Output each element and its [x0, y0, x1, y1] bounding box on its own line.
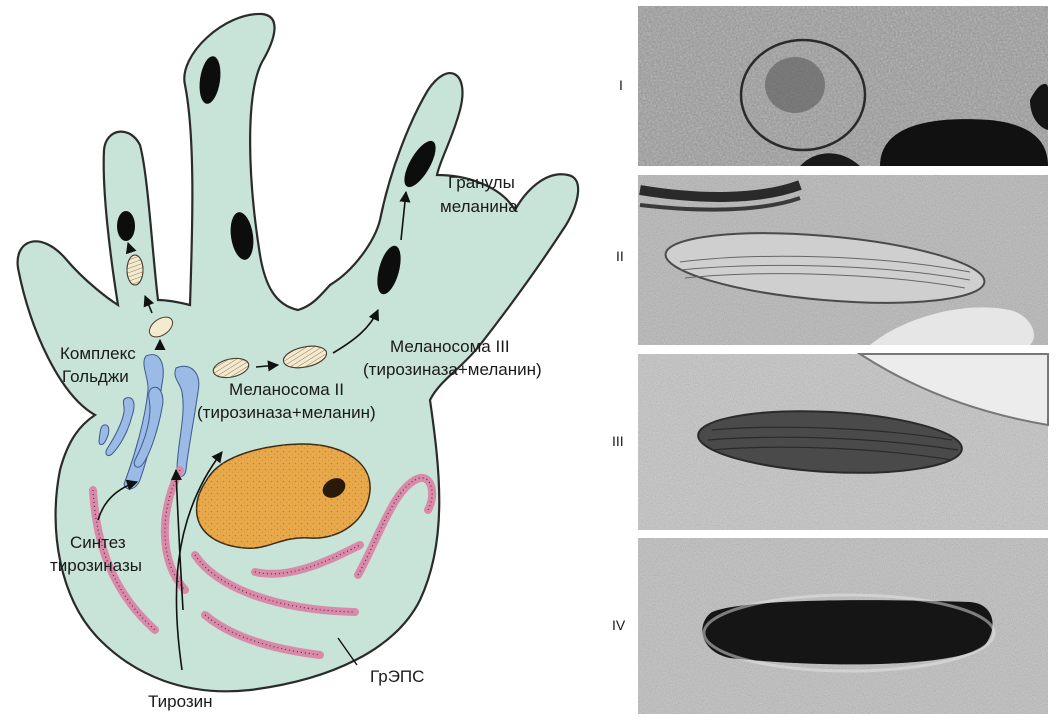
micrograph-panels [638, 6, 1049, 714]
melanin-granule [404, 140, 436, 188]
melanosome-II-stripes [212, 357, 250, 379]
label-melanosome-II: (тирозиназа+меланин) [197, 403, 376, 422]
synthesis-arrow [97, 479, 139, 521]
label-golgi: Гольджи [62, 367, 129, 386]
label-tyrosinase-synthesis: тирозиназы [50, 556, 142, 575]
panel-label: I [619, 77, 623, 93]
arrow [332, 308, 380, 354]
melanosomes [126, 254, 328, 379]
melanin-granule [117, 211, 135, 241]
micrograph-panel-II [638, 175, 1048, 345]
micrograph-panel-III [638, 353, 1049, 530]
rough-er-ribosomes [92, 469, 433, 656]
melanosome-III-stripes [282, 345, 328, 369]
er-cisterna [251, 541, 364, 578]
golgi-cisterna [133, 386, 164, 468]
label-melanosome-III: Меланосома III [390, 337, 510, 356]
label-granules: меланина [440, 197, 518, 216]
golgi-vesicle [98, 424, 110, 446]
diagram-labels: Гранулы меланина Комплекс Гольджи Мелано… [50, 173, 542, 711]
er-cisterna [354, 473, 437, 579]
golgi-complex [98, 354, 200, 490]
micrograph-panel-IV [638, 538, 1048, 714]
melanin-granule [377, 245, 401, 295]
label-melanosome-III: (тирозиназа+меланин) [363, 360, 542, 379]
nucleus [195, 443, 371, 549]
label-melanosome-II: Меланосома II [229, 380, 344, 399]
panel-label: II [616, 248, 624, 264]
tyrosine-arrow-golgi [170, 468, 184, 611]
arrow [143, 294, 155, 314]
micrograph-panel-I [638, 6, 1048, 166]
tyrosine-arrow-main [175, 451, 223, 671]
panel-label: IV [612, 617, 626, 633]
nucleus-texture [196, 443, 371, 549]
arrow [399, 190, 411, 241]
arrow [255, 360, 280, 372]
melanin-granules [117, 56, 436, 295]
melanosome-early-stripes [126, 254, 144, 286]
nucleolus [322, 478, 346, 498]
label-grer: ГрЭПС [370, 667, 424, 686]
label-golgi: Комплекс [60, 344, 136, 363]
label-granules: Гранулы [448, 173, 515, 192]
grer-pointer [337, 637, 358, 666]
melanin-granule [199, 56, 221, 104]
label-tyrosinase-synthesis: Синтез [70, 533, 126, 552]
panel-label: III [612, 433, 624, 449]
panel-labels: I II III IV [612, 77, 626, 633]
arrow [125, 241, 137, 255]
melanin-granule [230, 212, 254, 260]
pathway-arrows [97, 190, 411, 671]
er-cisterna [89, 486, 159, 634]
label-tyrosine: Тирозин [148, 692, 213, 711]
melanosome-small [148, 316, 174, 338]
golgi-cisterna [105, 397, 135, 457]
